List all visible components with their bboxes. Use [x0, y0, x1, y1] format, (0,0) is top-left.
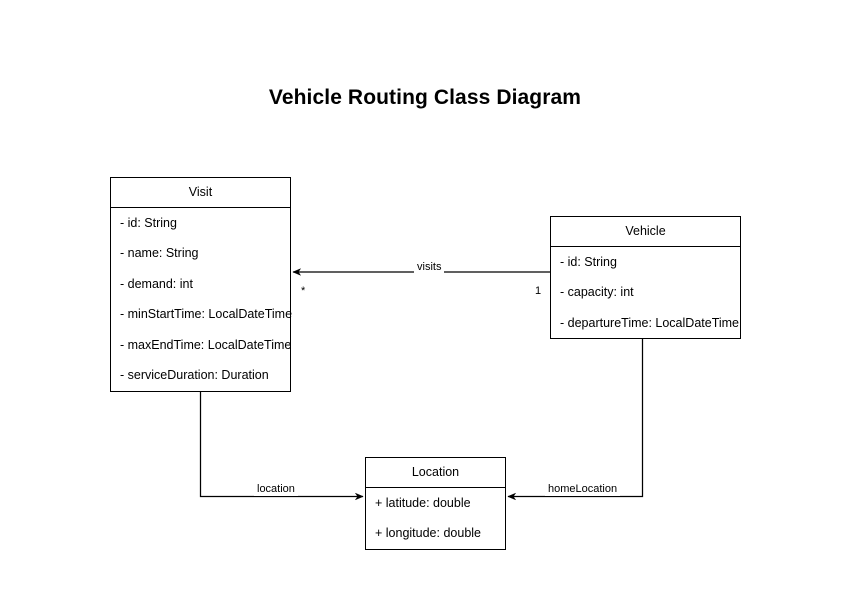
uml-attribute: + latitude: double: [366, 487, 505, 518]
uml-attribute: - capacity: int: [551, 277, 740, 308]
association-label-visits: visits: [414, 261, 445, 274]
uml-class-location[interactable]: Location + latitude: double + longitude:…: [365, 457, 506, 550]
diagram-title: Vehicle Routing Class Diagram: [268, 86, 582, 109]
association-label-home-location: homeLocation: [545, 483, 621, 496]
uml-attribute: - demand: int: [111, 268, 290, 299]
uml-attribute: - departureTime: LocalDateTime: [551, 307, 740, 338]
association-label-location: location: [254, 483, 298, 496]
uml-attribute: - minStartTime: LocalDateTime: [111, 299, 292, 330]
uml-class-visit[interactable]: Visit - id: String - name: String - dema…: [110, 177, 292, 392]
uml-attribute: - maxEndTime: LocalDateTime: [111, 329, 291, 360]
uml-attribute: - id: String: [551, 246, 740, 277]
uml-class-vehicle[interactable]: Vehicle - id: String - capacity: int - d…: [550, 216, 741, 339]
multiplicity-visit-side: *: [298, 285, 309, 298]
uml-attribute: - name: String: [111, 238, 290, 269]
connector-home-location: [508, 323, 644, 497]
multiplicity-vehicle-side: 1: [532, 285, 545, 298]
uml-class-name-visit: Visit: [111, 178, 290, 208]
uml-attribute: + longitude: double: [366, 518, 505, 549]
uml-attribute: - id: String: [111, 207, 290, 238]
uml-attributes-vehicle: - id: String - capacity: int - departure…: [551, 246, 740, 338]
uml-attributes-visit: - id: String - name: String - demand: in…: [111, 207, 292, 391]
uml-attributes-location: + latitude: double + longitude: double: [366, 487, 505, 549]
connector-location: [199, 361, 364, 497]
uml-class-name-vehicle: Vehicle: [551, 217, 740, 247]
uml-class-name-location: Location: [366, 458, 505, 488]
uml-attribute: - serviceDuration: Duration: [111, 360, 290, 391]
